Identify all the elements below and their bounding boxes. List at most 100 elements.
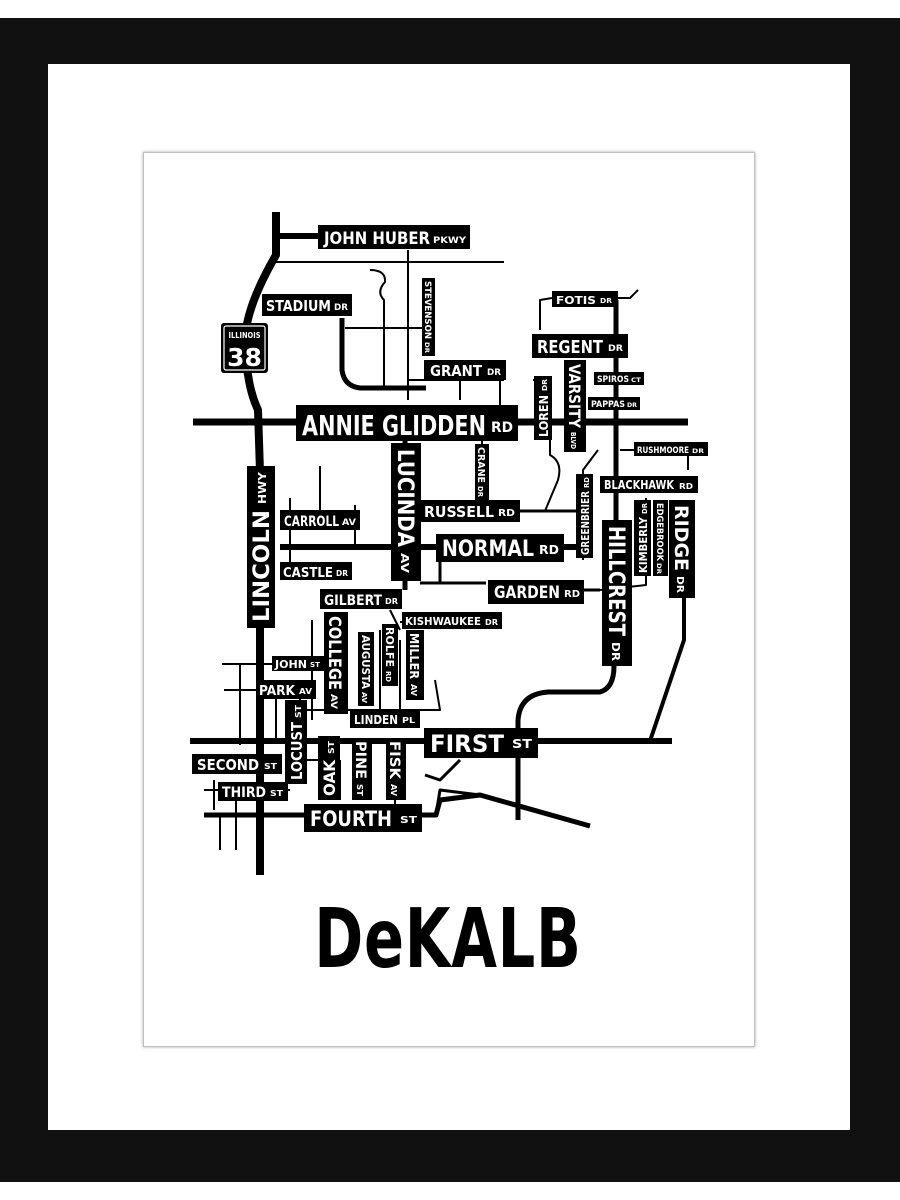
label-john-st-suffix: ST [310,661,320,669]
label-park-suffix: AV [299,687,313,696]
label-ridge-name: RIDGE [670,505,692,571]
label-pappas-name: PAPPAS [591,400,625,410]
label-hillcrest-suffix: DR [609,642,622,662]
label-varsity-suffix: BLVD [569,432,577,449]
label-loren-suffix: DR [541,378,549,391]
label-fotis: FOTIS DR [552,291,618,307]
label-rolfe-name: ROLFE [383,627,396,667]
label-carroll: CARROLL AV [280,510,360,530]
label-fisk-suffix: AV [389,784,398,797]
label-ridge: RIDGE DR [669,500,695,598]
label-lincoln-suffix: HWY [256,471,269,504]
label-rushmoore-suffix: DR [692,448,704,455]
label-loren: LOREN DR [534,376,552,440]
label-third-suffix: ST [270,789,284,798]
label-stadium-suffix: DR [334,303,348,313]
label-edgebrook-suffix: DR [655,563,662,574]
label-russell-name: RUSSELL [424,503,494,521]
label-varsity: VARSITY BLVD [564,360,586,452]
label-kimberly: KIMBERLY DR [634,500,651,576]
label-edgebrook: EDGEBROOK DR [653,500,668,576]
label-edgebrook-name: EDGEBROOK [654,503,664,562]
label-college-suffix: AV [328,694,338,709]
label-locust-suffix: ST [294,704,303,718]
label-crane-name: CRANE [475,447,486,483]
label-stevenson-name: STEVENSON [422,281,432,339]
label-pine-name: PINE [352,741,368,779]
label-russell-suffix: RD [498,508,515,519]
label-locust: LOCUST ST [285,700,307,784]
label-crane-suffix: DR [476,486,484,498]
label-park: PARK AV [256,680,316,699]
map-print [143,152,755,1047]
label-fisk-name: FISK [386,741,402,780]
label-normal-suffix: RD [539,543,559,557]
label-college-name: COLLEGE [324,616,344,690]
label-annie-glidden: ANNIE GLIDDEN RD [296,405,518,442]
road-fourth-diag [434,788,481,816]
shield-state-label: ILLINOIS [229,331,261,340]
label-gilbert-suffix: DR [385,597,398,606]
label-carroll-suffix: AV [342,518,356,528]
label-fourth-suffix: ST [400,815,417,826]
shield-route-number: 38 [227,343,262,372]
label-kishwaukee: KISHWAUKEE DR [402,612,502,629]
label-miller-name: MILLER [407,633,421,680]
label-pappas-suffix: DR [627,402,637,409]
label-stadium: STADIUM DR [262,294,352,316]
label-castle-suffix: DR [336,569,348,578]
label-john-huber-suffix: PKWY [433,236,467,246]
label-spiros: SPIROS CT [594,372,644,385]
label-rolfe-suffix: RD [384,671,392,682]
label-kishwaukee-name: KISHWAUKEE [405,615,481,628]
label-garden: GARDEN RD [488,580,584,604]
label-third: THIRD ST [218,782,288,801]
label-castle: CASTLE DR [280,562,352,581]
label-john-st-name: JOHN [274,658,307,671]
label-grant: GRANT DR [424,360,506,380]
label-first-suffix: ST [512,737,533,751]
label-fotis-suffix: DR [600,297,613,305]
label-first-name: FIRST [430,730,504,758]
road-ridge [648,597,686,742]
label-third-name: THIRD [222,785,266,801]
label-linden: LINDEN PL [350,710,420,728]
street-labels: JOHN HUBER PKWY STADIUM DR GRANT DR ANNI… [192,225,708,832]
label-grant-suffix: DR [487,368,501,378]
label-kimberly-suffix: DR [641,502,649,514]
label-loren-name: LOREN [537,395,551,437]
label-regent: REGENT DR [532,334,628,358]
street-labels-vertical: LINCOLN HWY LUCINDA AV STEVENSON DR CRAN… [247,278,695,800]
label-spiros-name: SPIROS [597,375,629,385]
label-fisk: FISK AV [386,738,406,800]
label-oak: OAK ST [318,736,340,800]
label-russell: RUSSELL RD [420,500,520,522]
label-pappas: PAPPAS DR [588,397,640,410]
label-varsity-name: VARSITY [565,364,584,429]
label-fourth-name: FOURTH [310,807,392,831]
label-kishwaukee-suffix: DR [485,618,498,627]
label-lucinda-name: LUCINDA [392,449,417,548]
label-carroll-name: CARROLL [284,514,339,530]
label-fourth: FOURTH ST [304,804,422,832]
label-gilbert-name: GILBERT [324,593,382,609]
label-john-huber: JOHN HUBER PKWY [318,225,470,249]
label-fotis-name: FOTIS [556,294,596,307]
label-rushmoore: RUSHMOORE DR [634,442,708,456]
label-second-suffix: ST [264,762,278,771]
label-oak-name: OAK [320,759,339,796]
city-title: DeKALB [314,892,582,987]
label-rushmoore-name: RUSHMOORE [637,446,689,456]
label-miller: MILLER AV [406,630,424,700]
label-lincoln: LINCOLN HWY [247,466,275,628]
label-castle-name: CASTLE [283,566,333,581]
label-oak-suffix: ST [327,740,336,754]
label-second: SECOND ST [192,754,282,774]
road-loren-curve [544,420,561,512]
label-garden-name: GARDEN [494,583,560,603]
label-first: FIRST ST [424,728,538,758]
label-hillcrest: HILLCREST DR [602,520,632,666]
road-east-curve [515,665,617,820]
label-blackhawk: BLACKHAWK RD [600,476,698,493]
